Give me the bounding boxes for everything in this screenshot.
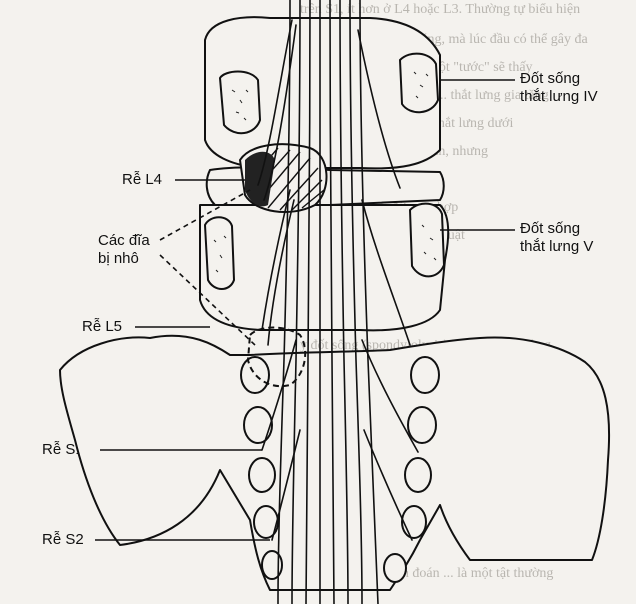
vertebra-l4-left-facet (220, 72, 260, 134)
vertebra-l5-right-facet (410, 204, 444, 277)
sacral-foramen-left-1 (241, 357, 269, 393)
sacral-foramen-left-3 (249, 458, 275, 492)
sacrum-outline (60, 336, 609, 590)
sacral-foramen-right-1 (411, 357, 439, 393)
vertebra-l4-right-facet (400, 54, 438, 113)
sacral-foramen-right-3 (405, 458, 431, 492)
sacral-foramen-right-4 (402, 506, 426, 538)
herniated-disc-l4 (240, 144, 326, 212)
sacral-foramen-right-2 (408, 407, 436, 443)
vertebra-l5-left-facet (205, 217, 234, 289)
sacral-foramen-right-5 (384, 554, 406, 582)
sacral-foramen-left-2 (244, 407, 272, 443)
